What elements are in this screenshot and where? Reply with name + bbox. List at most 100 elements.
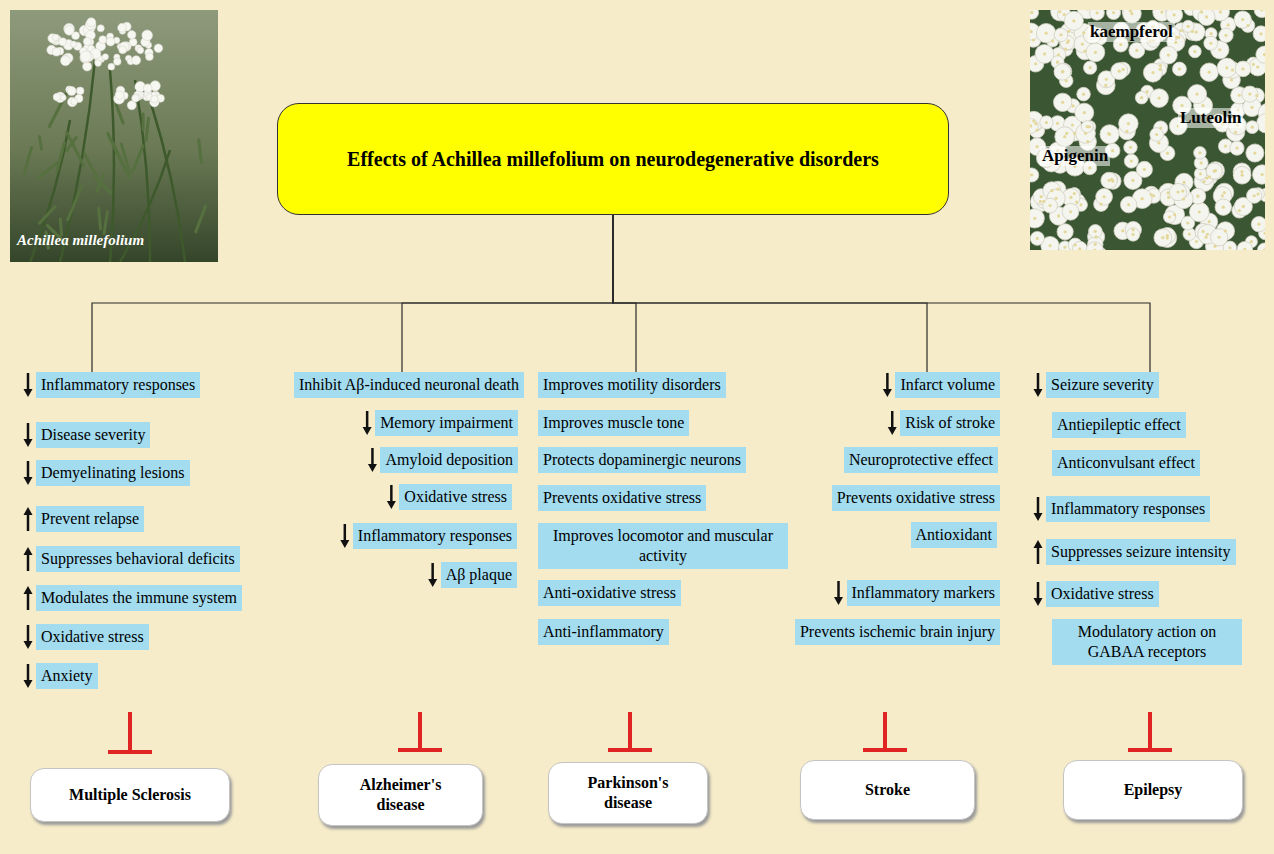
tree-connector <box>613 215 927 372</box>
trend-arrow-head <box>1034 598 1043 606</box>
feathery-leaf <box>40 137 42 149</box>
flower-centre <box>1256 192 1259 195</box>
yarrow-flower <box>1254 10 1265 18</box>
yarrow-floret <box>52 48 60 56</box>
trend-arrow-head <box>428 579 437 587</box>
flower-centre <box>1107 179 1110 182</box>
tree-connector <box>402 215 613 372</box>
yarrow-floret <box>53 93 61 101</box>
yarrow-floret <box>67 86 76 95</box>
yarrow-flower <box>1119 114 1139 134</box>
flower-centre <box>1043 52 1046 55</box>
yarrow-flower <box>1219 28 1233 42</box>
effect-box: Improves muscle tone <box>538 410 689 436</box>
yarrow-flower <box>1081 121 1093 133</box>
flower-centre <box>1082 93 1085 96</box>
yarrow-flower <box>1234 11 1251 28</box>
yarrow-flower <box>1246 144 1264 162</box>
flower-centre <box>1251 126 1254 129</box>
trend-arrow-stem <box>891 411 894 428</box>
yarrow-flower <box>1207 162 1225 180</box>
effect-box: Risk of stroke <box>900 410 1000 436</box>
yarrow-flower <box>1215 199 1231 215</box>
yarrow-flower <box>1089 225 1103 239</box>
plant-stem <box>150 100 185 262</box>
trend-arrow-head <box>363 427 372 435</box>
box-text: Modulates the immune system <box>41 588 237 608</box>
flower-centre <box>1234 131 1237 134</box>
effect-box: Oxidative stress <box>1046 581 1159 607</box>
yarrow-flower <box>1111 63 1128 80</box>
flower-centre <box>1170 10 1173 11</box>
flower-centre <box>1034 62 1037 65</box>
flower-centre <box>1188 232 1191 235</box>
yarrow-flower <box>1182 20 1194 32</box>
trend-arrow-head <box>368 464 377 472</box>
trend-arrow-head <box>24 680 33 688</box>
flower-centre <box>1256 65 1259 68</box>
trend-arrow-stem <box>27 664 30 681</box>
yarrow-floret <box>106 37 115 46</box>
trend-arrow-head <box>24 439 33 447</box>
flower-centre <box>1161 236 1164 239</box>
effect-box: Seizure severity <box>1046 372 1159 398</box>
yarrow-floret <box>154 44 163 53</box>
flower-centre <box>1157 97 1160 100</box>
flower-centre <box>1253 194 1256 197</box>
box-text: Suppresses behavioral deficits <box>41 549 235 569</box>
flower-centre <box>1032 38 1035 41</box>
yarrow-flower <box>1163 211 1175 223</box>
flower-centre <box>1224 34 1227 37</box>
flower-centre <box>1146 90 1149 93</box>
yarrow-flower <box>1242 86 1258 102</box>
box-text: Oxidative stress <box>404 487 507 507</box>
flower-centre <box>1225 66 1228 69</box>
flower-centre <box>1061 70 1064 73</box>
effect-box: Aβ plaque <box>441 562 517 588</box>
trend-arrow-head <box>1034 389 1043 397</box>
box-text: Inflammatory responses <box>358 526 512 546</box>
flower-centre <box>1063 13 1066 16</box>
flower-centre <box>1261 173 1264 176</box>
flower-centre <box>1180 29 1183 32</box>
yarrow-flower <box>1077 87 1091 101</box>
yarrow-flower <box>1096 188 1113 205</box>
yarrow-flower <box>1100 125 1119 144</box>
flower-centre <box>1093 249 1096 250</box>
flower-centre <box>1238 209 1241 212</box>
yarrow-flower <box>1150 128 1164 142</box>
box-text: Disease severity <box>41 425 145 445</box>
flower-centre <box>1198 151 1201 154</box>
flower-centre <box>1168 215 1171 218</box>
yarrow-floret <box>95 60 102 67</box>
flower-centre <box>1030 173 1033 176</box>
flower-centre <box>1182 197 1185 200</box>
trend-arrow-head <box>24 641 33 649</box>
yarrow-flower <box>1189 202 1209 222</box>
yarrow-flower <box>1120 196 1136 212</box>
feathery-leaf <box>196 206 206 232</box>
yarrow-flower <box>1200 63 1218 81</box>
flower-centre <box>1033 217 1036 220</box>
flower-centre <box>1057 214 1060 217</box>
inhibition-symbol <box>398 712 442 750</box>
yarrow-floret <box>52 34 59 41</box>
yarrow-flower <box>1257 243 1265 250</box>
flower-centre <box>1083 50 1086 53</box>
yarrow-floret <box>99 36 107 44</box>
flower-centre <box>1127 203 1130 206</box>
inhibition-symbol <box>863 712 907 750</box>
yarrow-floret <box>151 95 159 103</box>
yarrow-flower <box>1030 168 1039 182</box>
effect-box: Improves locomotor and muscular activity <box>538 523 788 569</box>
flower-centre <box>1063 135 1066 138</box>
disease-box: Multiple Sclerosis <box>30 768 230 822</box>
feathery-leaf <box>66 137 76 150</box>
flower-centre <box>1231 68 1234 71</box>
box-text: Anti-oxidative stress <box>543 583 676 603</box>
flower-centre <box>1086 10 1089 11</box>
flower-centre <box>1182 181 1185 184</box>
flower-centre <box>1107 132 1110 135</box>
flower-centre <box>1111 149 1114 152</box>
effect-box: Improves motility disorders <box>538 372 726 398</box>
